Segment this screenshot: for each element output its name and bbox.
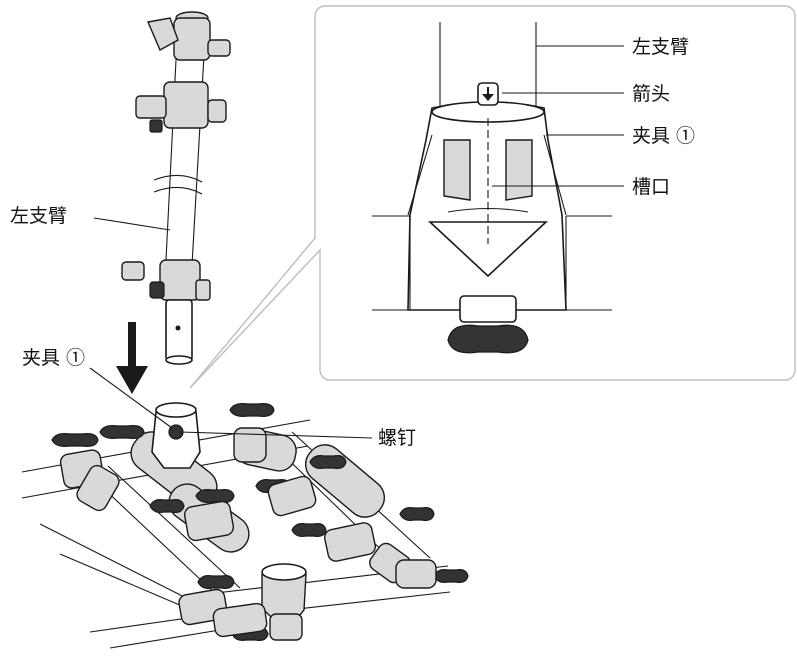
screw-label: 螺钉: [378, 427, 416, 449]
down-arrow-in-box-icon: [477, 82, 499, 106]
wing-bolts: [51, 403, 469, 641]
callout-panel: 左支臂 箭头 夹具 ① 槽口: [189, 5, 796, 389]
rack-frame: [21, 402, 469, 649]
leader-screw: [179, 431, 373, 439]
down-arrow-icon: [116, 322, 148, 394]
clamp-label: 夹具 ①: [22, 347, 85, 369]
left-arm-label: 左支臂: [10, 205, 67, 227]
callout-left-arm-tube: [439, 22, 537, 118]
callout-slot-label: 槽口: [632, 176, 670, 198]
callout-clamp-body: [372, 101, 612, 311]
leader-clamp: [89, 367, 173, 429]
leader-left-arm: [93, 217, 171, 231]
base-clamp-1: [151, 402, 201, 469]
base-clamps: [59, 427, 437, 641]
callout-arrow-label: 箭头: [632, 83, 670, 105]
callout-wing-bolt: [447, 295, 529, 354]
left-arm-assembly: [121, 11, 231, 365]
callout-clamp-label: 夹具 ①: [632, 125, 695, 147]
callout-left-arm-label: 左支臂: [632, 36, 689, 58]
